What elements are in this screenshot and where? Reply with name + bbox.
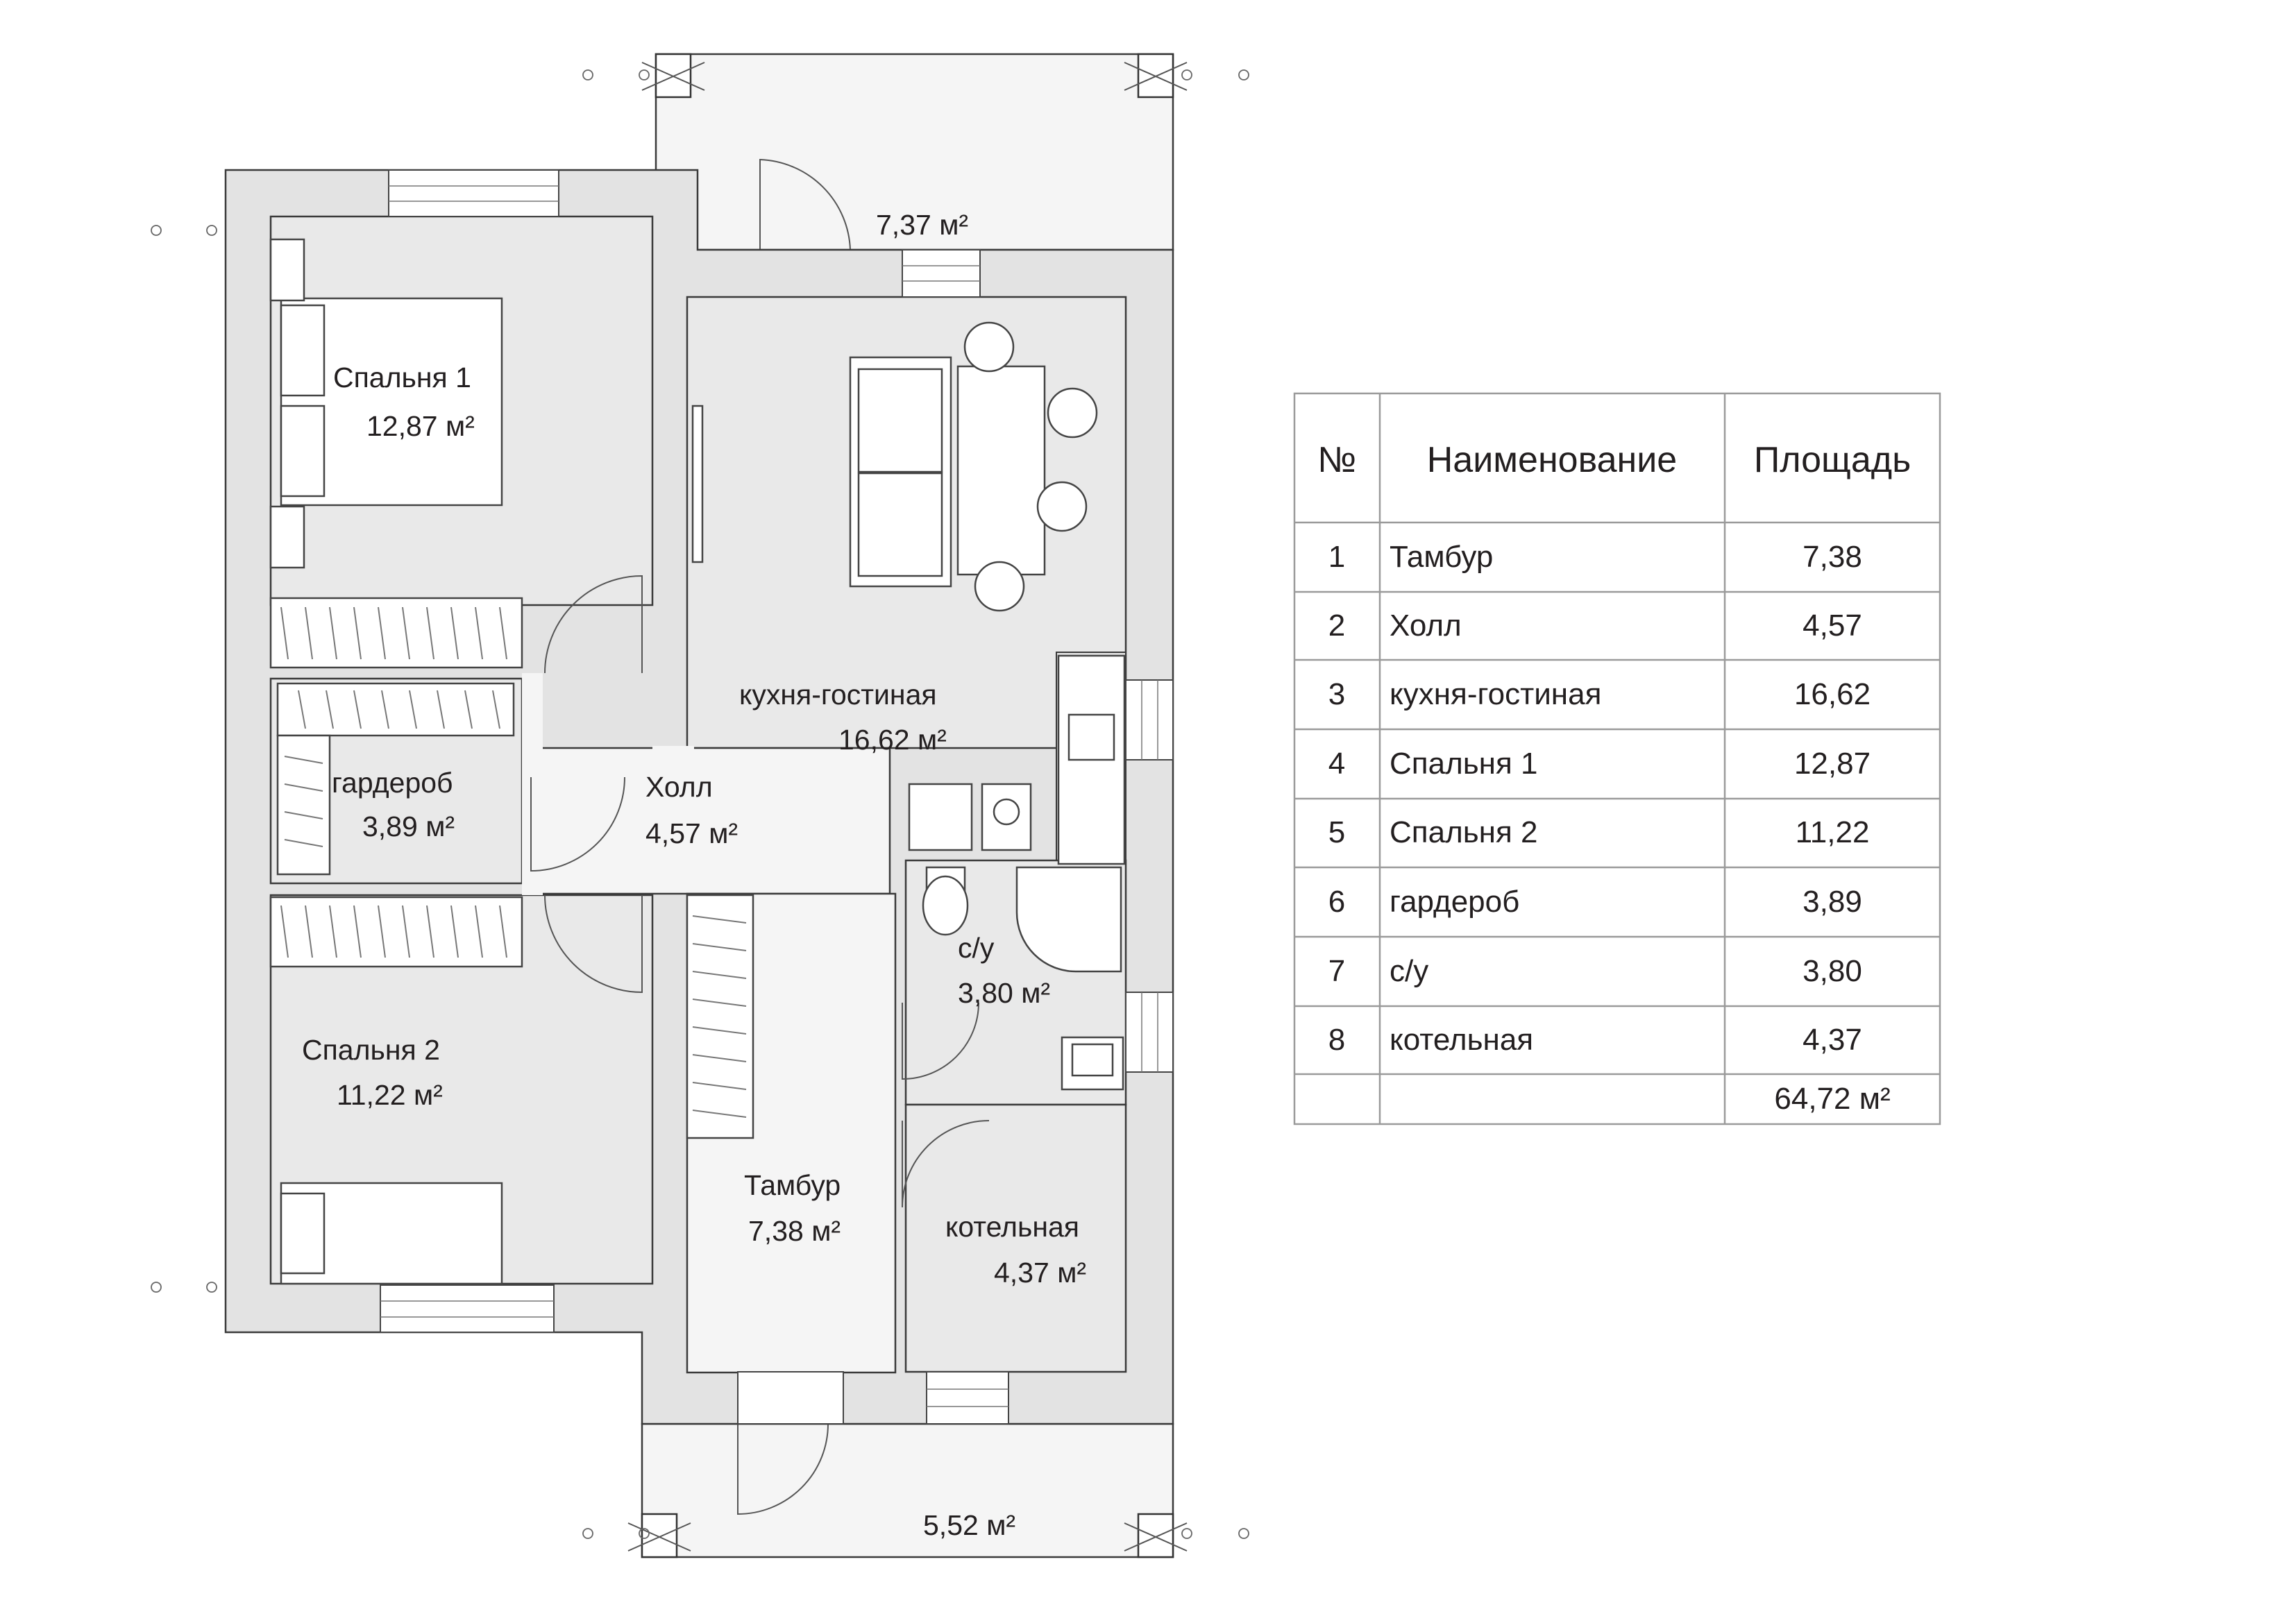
table-row-5-name: Спальня 2 [1390,815,1538,849]
bedroom1-name-label: Спальня 1 [333,362,471,393]
table-row-5-area: 11,22 [1796,815,1870,849]
table-row-7-name: с/у [1390,954,1428,988]
bedroom2-furniture [269,896,523,1285]
table-row-7-num: 7 [1328,954,1345,988]
table-header-number: № [1317,440,1356,480]
bedroom1-area-label: 12,87 м² [366,410,475,442]
kitchen-name-label: кухня-гостиная [739,679,937,711]
terrace-bottom [627,1422,1188,1558]
table-row-1-num: 1 [1328,540,1345,574]
table-header-name: Наименование [1427,440,1677,480]
bedroom2-area-label: 11,22 м² [337,1079,443,1111]
terrace-bottom-area-label: 5,52 м² [923,1509,1015,1541]
windows [380,169,1174,1425]
table-row-6-name: гардероб [1390,885,1519,919]
table-row-1-name: Тамбур [1390,540,1493,574]
table-row-2-area: 4,57 [1803,609,1862,643]
table-row-6-num: 6 [1328,885,1345,919]
vestibule-furniture [686,894,754,1139]
table-row-2-num: 2 [1328,609,1345,643]
boiler-name-label: котельная [945,1211,1079,1243]
table-row-6-area: 3,89 [1803,885,1862,919]
hall-floor [530,747,891,895]
table-row-3-area: 16,62 [1794,677,1871,711]
bedroom2-name-label: Спальня 2 [302,1034,440,1066]
table-total-area: 64,72 м² [1774,1082,1890,1116]
terrace-top [641,53,1188,251]
table-row-3-num: 3 [1328,677,1345,711]
area-table: № Наименование Площадь 1 Тамбур 7,38 2 Х… [1293,392,1941,1125]
boiler-area-label: 4,37 м² [994,1257,1086,1289]
vestibule-name-label: Тамбур [744,1169,841,1201]
terrace-bottom-post-left [641,1513,678,1558]
table-row-8-name: котельная [1390,1023,1533,1057]
boiler-floor [904,1103,1127,1373]
table-row-8-num: 8 [1328,1023,1345,1057]
terrace-top-area-label: 7,37 м² [876,209,968,241]
table-row-2-name: Холл [1390,609,1462,643]
bathroom-area-label: 3,80 м² [958,977,1050,1009]
table-row-5-num: 5 [1328,815,1345,849]
table-row-4-num: 4 [1328,747,1345,781]
wardrobe-area-label: 3,89 м² [362,810,455,842]
table-row-8-area: 4,37 [1803,1023,1862,1057]
kitchen-furniture [691,321,1126,865]
table-row-4-name: Спальня 1 [1390,747,1538,781]
hall-name-label: Холл [645,771,713,803]
table-row-3-name: кухня-гостиная [1390,677,1601,711]
bathroom-name-label: с/у [958,932,995,964]
table-header-area: Площадь [1754,440,1911,480]
terrace-bottom-post-right [1137,1513,1174,1558]
kitchen-area-label: 16,62 м² [838,724,947,756]
table-row-4-area: 12,87 [1794,747,1871,781]
wardrobe-name-label: гардероб [332,767,453,799]
interior-doors [530,575,990,1208]
table-row-7-area: 3,80 [1803,954,1862,988]
wardrobe-furniture [276,682,515,876]
bedroom1-furniture [269,238,523,669]
axis-markers [151,69,1249,1539]
table-row-1-area: 7,38 [1803,540,1862,574]
hall-area-label: 4,57 м² [645,817,738,849]
vestibule-area-label: 7,38 м² [748,1215,841,1247]
bathroom-furniture [922,866,1124,1091]
